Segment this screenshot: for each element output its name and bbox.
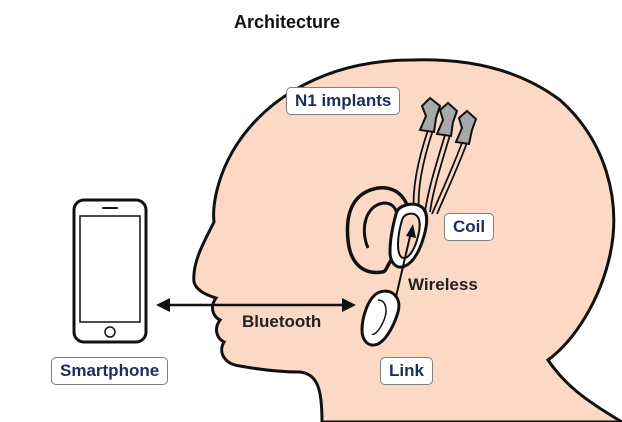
smartphone-icon bbox=[72, 198, 148, 344]
n1-implant-electrodes bbox=[418, 96, 478, 146]
n1-implants-label: N1 implants bbox=[286, 87, 401, 115]
implant-electrode bbox=[454, 109, 478, 146]
wireless-label: Wireless bbox=[408, 275, 478, 294]
implant-electrode bbox=[418, 96, 442, 134]
coil-label: Coil bbox=[444, 213, 495, 241]
diagram-title: Architecture bbox=[234, 12, 341, 32]
implant-electrode bbox=[435, 101, 459, 138]
link-device-icon bbox=[360, 289, 401, 347]
implant-wires bbox=[412, 129, 469, 215]
bluetooth-arrow bbox=[156, 298, 356, 312]
bluetooth-label: Bluetooth bbox=[242, 312, 322, 331]
smartphone-label: Smartphone bbox=[51, 357, 169, 385]
link-label: Link bbox=[380, 357, 433, 385]
